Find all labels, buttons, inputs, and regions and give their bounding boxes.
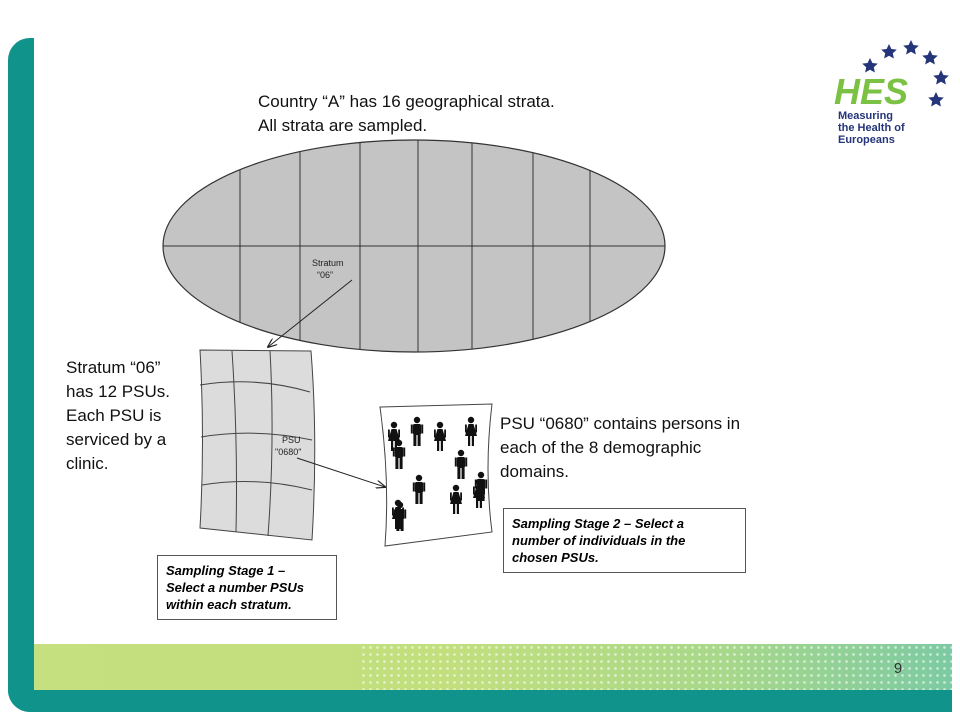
stage2-text-line: chosen PSUs. xyxy=(512,550,599,565)
logo-tagline: Measuring the Health of Europeans xyxy=(838,110,905,146)
country-ellipse: Stratum “06” xyxy=(162,139,666,353)
ellipse-stratum-label: Stratum xyxy=(312,258,344,268)
stage1-text-line: Select a number PSUs xyxy=(166,580,304,595)
country-text-line: All strata are sampled. xyxy=(258,116,428,135)
psu-text-line: each of the 8 demographic xyxy=(500,438,702,457)
stratum-text-line: Stratum “06” xyxy=(66,358,161,377)
stratum-arrow xyxy=(268,279,353,347)
stratum-text-line: has 12 PSUs. xyxy=(66,382,170,401)
stage1-text-line: within each stratum. xyxy=(166,597,292,612)
hes-logo: HES xyxy=(834,40,949,112)
country-text-line: Country “A” has 16 geographical strata. xyxy=(258,92,555,111)
page-number: 9 xyxy=(893,660,903,677)
country-description: Country “A” has 16 geographical strata. … xyxy=(258,90,555,138)
stratum-text-line: clinic. xyxy=(66,454,109,473)
footer-dot-pattern xyxy=(360,644,952,690)
stratum-description: Stratum “06” has 12 PSUs. Each PSU is se… xyxy=(66,356,170,476)
psu-text-line: domains. xyxy=(500,462,569,481)
logo-tagline-line: Measuring xyxy=(838,110,894,122)
logo-letters: HES xyxy=(834,71,908,112)
psu-description: PSU “0680” contains persons in each of t… xyxy=(500,412,740,484)
psu-arrow xyxy=(296,457,385,487)
psu-grid: PSU "0680" xyxy=(199,349,316,541)
stage2-text-line: Sampling Stage 2 – Select a xyxy=(512,516,684,531)
stratum-text-line: serviced by a xyxy=(66,430,167,449)
eu-stars-icon xyxy=(862,40,949,107)
psu-population-patch xyxy=(379,403,493,547)
psu-text-line: PSU “0680” contains persons in xyxy=(500,414,741,433)
stratum-text-line: Each PSU is xyxy=(66,406,162,425)
sampling-stage-1-box: Sampling Stage 1 – Select a number PSUs … xyxy=(157,555,337,620)
stage2-text-line: number of individuals in the xyxy=(512,533,686,548)
grid-psu-label: PSU xyxy=(282,435,301,445)
logo-tagline-line: Europeans xyxy=(838,134,895,146)
stage1-text-line: Sampling Stage 1 – xyxy=(166,563,286,578)
grid-psu-code: "0680" xyxy=(275,447,301,457)
slide-frame-left xyxy=(8,38,34,712)
sampling-stage-2-box: Sampling Stage 2 – Select a number of in… xyxy=(503,508,746,573)
slide-frame-bottom xyxy=(8,690,952,712)
logo-tagline-line: the Health of xyxy=(838,122,905,134)
ellipse-stratum-code: “06” xyxy=(317,270,333,280)
